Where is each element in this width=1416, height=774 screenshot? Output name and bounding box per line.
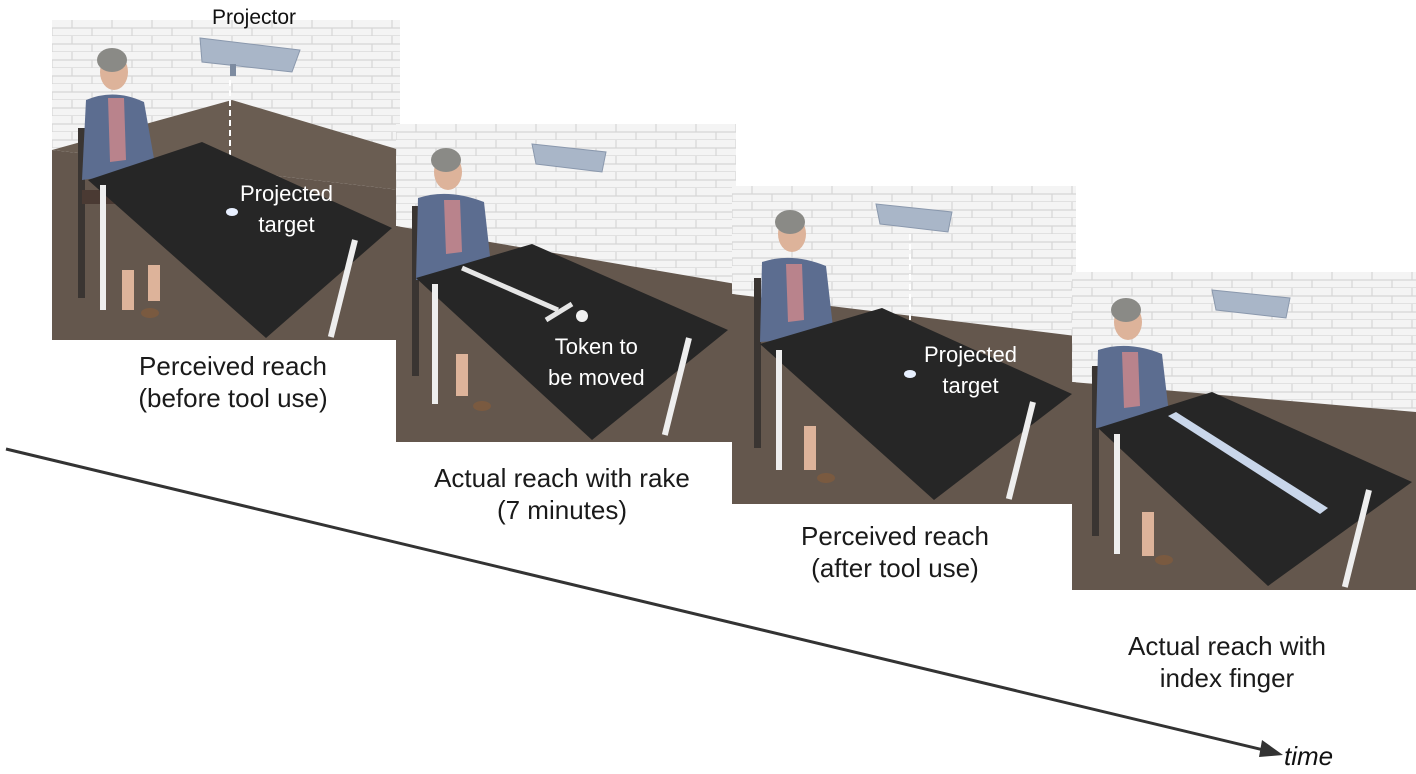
projected-target-dot <box>226 208 238 216</box>
participant-figure <box>416 148 492 411</box>
projector-icon <box>531 143 607 173</box>
projector-icon <box>1211 289 1291 319</box>
caption-panel-4: Actual reach with index finger <box>1128 631 1326 693</box>
panel-3-inner-label: Projected target <box>924 342 1017 398</box>
caption-panel-2: Actual reach with rake (7 minutes) <box>434 463 690 525</box>
scene-panel-1 <box>52 20 400 340</box>
projector-icon <box>875 203 953 233</box>
participant-figure <box>1096 298 1173 565</box>
scene-panel-3 <box>732 186 1076 504</box>
ruler-stick <box>1168 412 1328 514</box>
panel-2-inner-label: Token to be moved <box>548 334 645 390</box>
time-axis-label: time <box>1284 741 1334 771</box>
scene-panel-2 <box>396 124 736 442</box>
projector-icon <box>199 37 301 76</box>
token-marker <box>576 310 588 322</box>
table <box>416 244 728 440</box>
caption-panel-1: Perceived reach (before tool use) <box>138 351 328 413</box>
projected-target-dot <box>904 370 916 378</box>
panel-1-inner-label: Projected target <box>240 181 333 237</box>
participant-figure <box>82 48 160 318</box>
participant-figure <box>760 210 835 483</box>
table <box>88 142 392 338</box>
rake-tool <box>460 265 574 323</box>
projector-label: Projector <box>212 6 297 29</box>
table <box>760 308 1072 500</box>
table <box>1098 392 1412 588</box>
caption-panel-3: Perceived reach (after tool use) <box>801 521 989 583</box>
scene-panel-4 <box>1072 272 1416 590</box>
